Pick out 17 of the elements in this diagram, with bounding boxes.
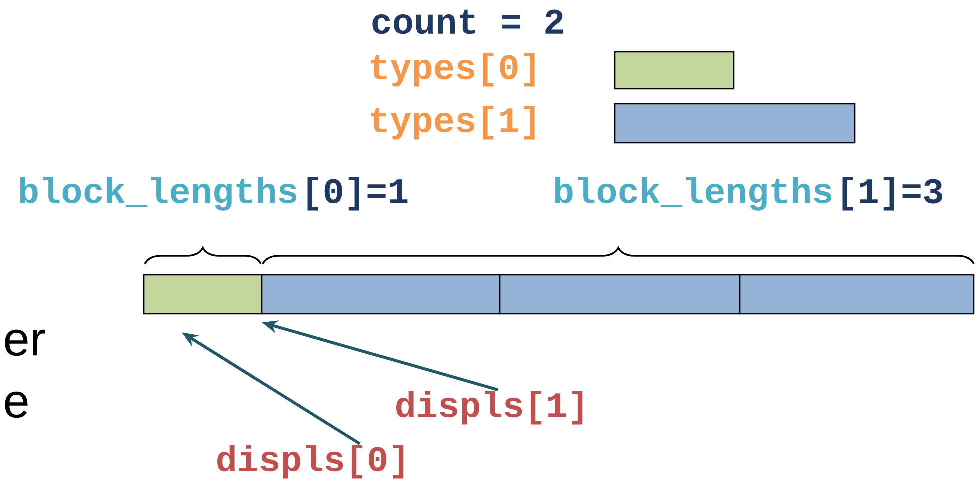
type-bar [614,51,735,90]
code-label: [1]=3 [842,177,942,211]
text-fragment: e [5,392,28,418]
buffer-cell [261,274,501,315]
code-label: [0]=1 [308,177,408,211]
text-fragment: er [5,330,46,356]
code-label: displs[0] [218,445,404,479]
code-label: count = 2 [372,10,564,34]
code-label: block_lengths [20,177,297,211]
code-label: block_lengths [555,177,832,211]
buffer-cell [739,274,975,315]
buffer-cell [499,274,741,315]
code-label: types[0] [371,53,535,87]
buffer-cell [143,274,263,315]
code-label: displs[1] [396,391,583,425]
type-bar [614,103,856,144]
code-label: types[1] [371,106,535,140]
